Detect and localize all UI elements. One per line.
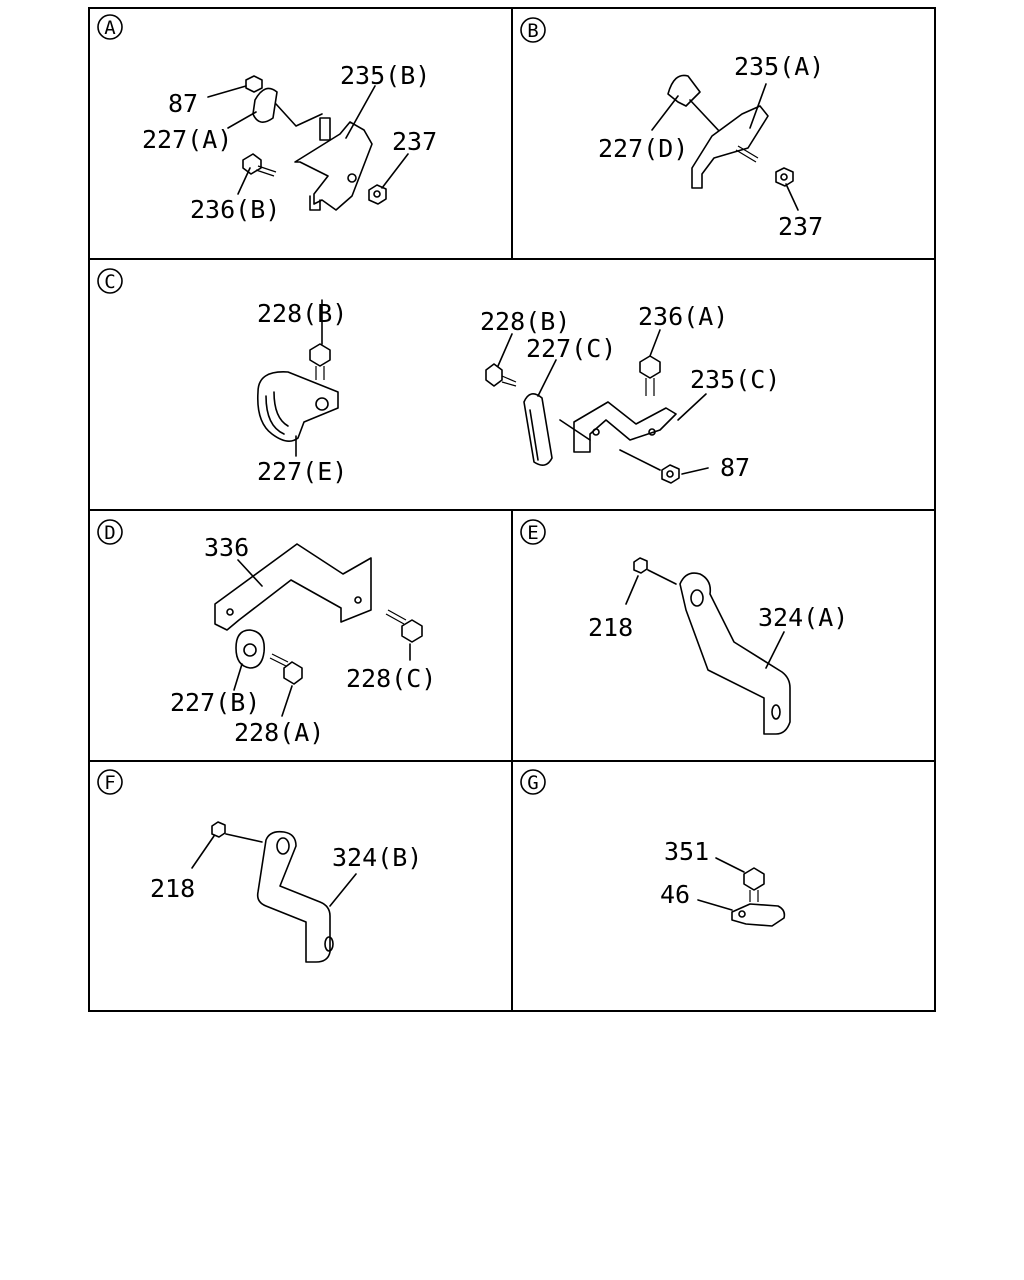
nut-237b-icon: [775, 167, 794, 187]
panel-f-marker: F: [97, 769, 123, 795]
washer-218-e-icon: [633, 557, 648, 574]
nut-87-icon: [245, 75, 263, 93]
label-227c: 227(C): [526, 334, 616, 363]
label-236b: 236(B): [190, 195, 280, 224]
panel-a-marker: A: [97, 14, 123, 40]
label-235c: 235(C): [690, 365, 780, 394]
washer-218-f-icon: [211, 821, 226, 838]
clamp-227e-icon: [256, 371, 339, 442]
clamp-227b-icon: [235, 629, 266, 669]
label-324b: 324(B): [332, 843, 422, 872]
panel-d-letter: D: [104, 522, 115, 544]
panel-f: F 218 324(B): [97, 769, 422, 963]
panel-b: B 235(A) 227(D) 237: [520, 17, 824, 241]
label-227a: 227(A): [142, 125, 232, 154]
panel-c-letter: C: [104, 271, 115, 293]
panel-c: C 228(B) 227(E) 228(B) 227(C) 236(A) 235: [97, 268, 780, 486]
nut-237-icon: [368, 184, 387, 205]
panel-g-marker: G: [520, 769, 546, 795]
panel-c-marker: C: [97, 268, 123, 294]
label-336: 336: [204, 533, 249, 562]
label-324a: 324(A): [758, 603, 848, 632]
label-236a: 236(A): [638, 302, 728, 331]
clip-227d-icon: [667, 74, 701, 107]
panel-a: A 87 227(A) 235(B) 237 236(B): [97, 14, 437, 224]
label-228a: 228(A): [234, 718, 324, 747]
panel-f-letter: F: [104, 772, 115, 794]
bracket-235b-icon: [294, 121, 373, 211]
panel-b-letter: B: [527, 20, 538, 42]
panel-d-marker: D: [97, 519, 123, 545]
label-235a: 235(A): [734, 52, 824, 81]
label-227d: 227(D): [598, 134, 688, 163]
panel-a-letter: A: [104, 17, 116, 39]
label-237: 237: [392, 127, 437, 156]
bracket-324a-icon: [679, 572, 791, 735]
label-228c: 228(C): [346, 664, 436, 693]
bolt-236b-icon: [242, 153, 262, 175]
bracket-235c-icon: [573, 401, 677, 453]
label-218-f: 218: [150, 874, 195, 903]
clamp-46-icon: [731, 903, 786, 927]
label-228b-1: 228(B): [257, 299, 347, 328]
bolt-228a-icon: [283, 661, 303, 685]
panel-g-letter: G: [527, 772, 538, 794]
bracket-336-icon: [214, 543, 372, 631]
bracket-235a-icon: [691, 105, 769, 189]
label-46: 46: [660, 880, 690, 909]
panel-g: G 351 46: [520, 769, 786, 927]
bolt-228b-right-icon: [485, 363, 503, 387]
label-87-c: 87: [720, 453, 750, 482]
bolt-236a-icon: [639, 355, 661, 379]
label-227e: 227(E): [257, 457, 347, 486]
bolt-228c-icon: [401, 619, 423, 643]
label-87: 87: [168, 89, 198, 118]
panel-d: D 336 228(C) 227(B) 228(A): [97, 519, 436, 747]
bolt-228b-left-icon: [309, 343, 331, 367]
nut-87-c-icon: [661, 464, 680, 484]
clamp-227c-icon: [523, 393, 553, 466]
clip-227a-icon: [252, 87, 278, 123]
panel-e-marker: E: [520, 519, 546, 545]
bolt-351-icon: [743, 867, 765, 891]
label-237-b: 237: [778, 212, 823, 241]
bracket-324b-icon: [256, 830, 331, 963]
label-218-e: 218: [588, 613, 633, 642]
panel-grid: [88, 7, 936, 1012]
panel-b-marker: B: [520, 17, 546, 43]
label-228b-2: 228(B): [480, 307, 570, 336]
panel-e: E 218 324(A): [520, 519, 848, 735]
label-351: 351: [664, 837, 709, 866]
panel-e-letter: E: [527, 522, 538, 544]
label-235b: 235(B): [340, 61, 430, 90]
label-227b: 227(B): [170, 688, 260, 717]
